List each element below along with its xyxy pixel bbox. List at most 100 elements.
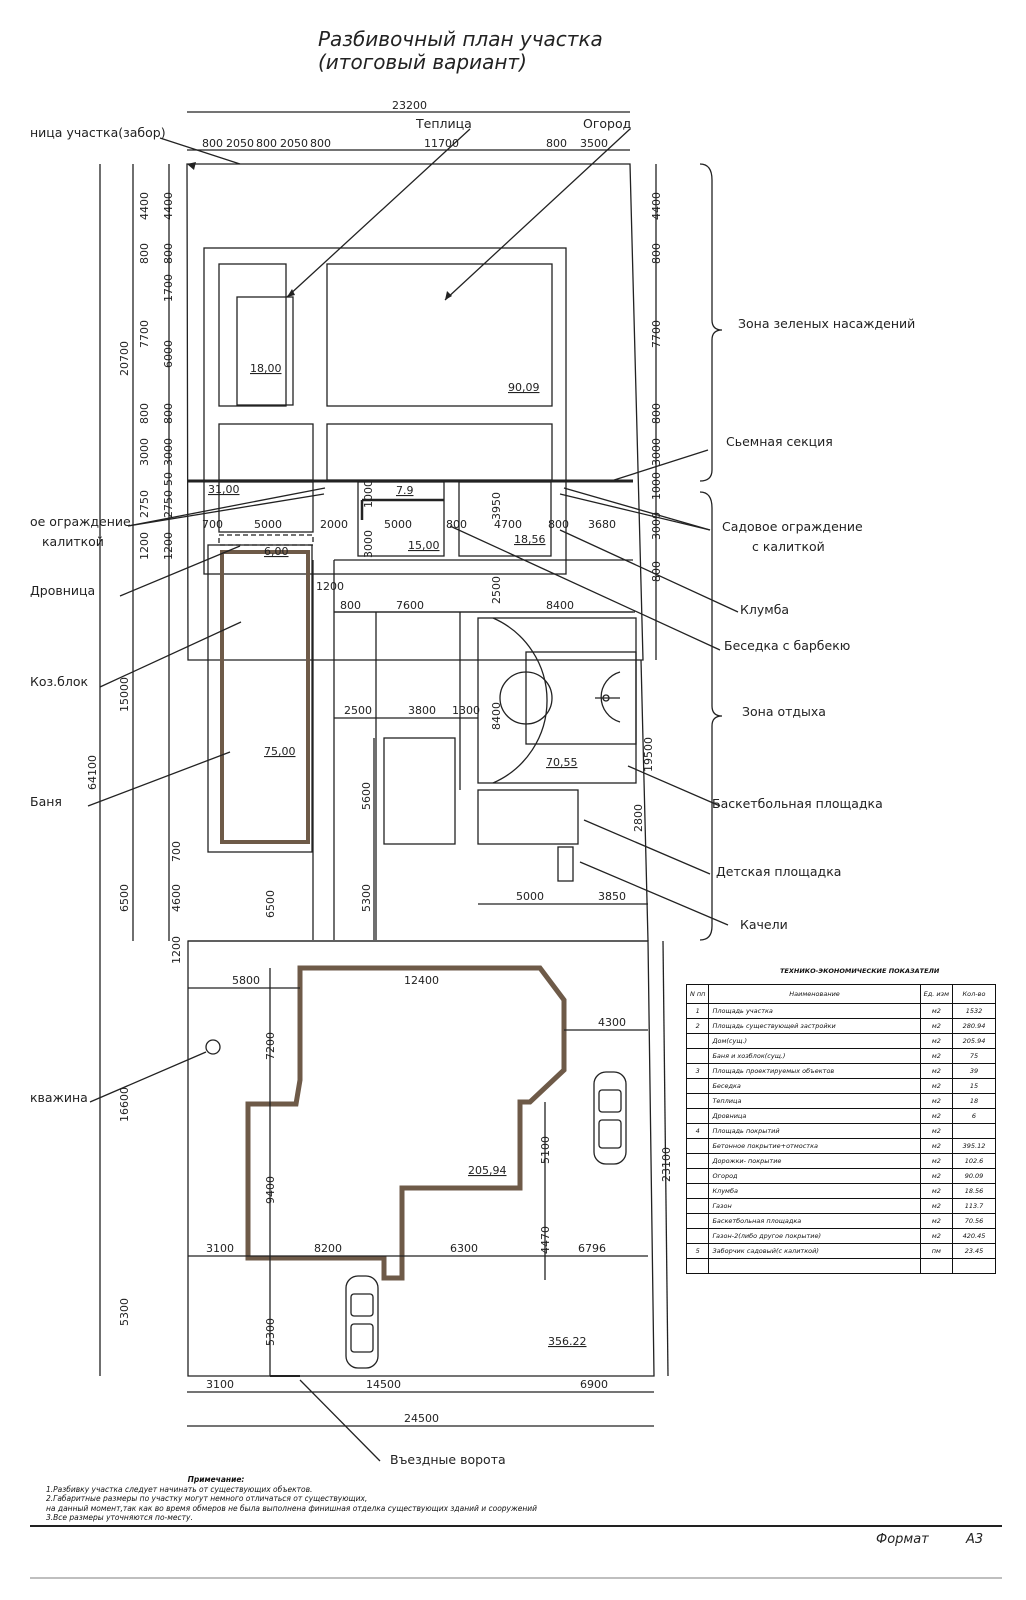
gazebo-left xyxy=(218,481,314,533)
dim-t800d: 800 xyxy=(546,137,567,150)
dim-l15000: 15000 xyxy=(118,677,131,712)
dim-h7200: 7200 xyxy=(264,1032,277,1060)
dim-l16600: 16600 xyxy=(118,1087,131,1122)
dim-l800a: 800 xyxy=(138,243,151,264)
dim-r4400: 4400 xyxy=(650,192,663,220)
dim-m5300: 5300 xyxy=(360,884,373,912)
tep-cell-unit: м2 xyxy=(919,1123,954,1139)
dim-l6000: 6000 xyxy=(162,340,175,368)
tep-cell-num: 4 xyxy=(685,1123,710,1139)
label-woodshed: Дровница xyxy=(30,583,95,598)
bath xyxy=(220,550,310,844)
tep-h-num: N пп xyxy=(685,984,710,1004)
greenhouse xyxy=(236,296,294,406)
dim-r800c: 800 xyxy=(650,561,663,582)
tep-cell-unit: м2 xyxy=(919,1153,954,1169)
dim-b6900: 6900 xyxy=(580,1378,608,1391)
flowerbed xyxy=(458,481,552,557)
area-woodshed: 6,00 xyxy=(264,545,289,558)
area-greenhouse: 18,00 xyxy=(250,362,282,375)
tep-cell-val: 420.45 xyxy=(952,1228,996,1244)
notes: Примечание: 1.Разбивку участка следует н… xyxy=(46,1475,606,1523)
dim-l2750b: 2750 xyxy=(162,490,175,518)
tep-cell-num xyxy=(685,1153,710,1169)
tep-cell-unit: м2 xyxy=(919,1048,954,1064)
dim-m7600: 7600 xyxy=(396,599,424,612)
gazebo xyxy=(357,481,445,557)
car-right xyxy=(593,1071,627,1165)
tep-header: N пп Наименование Ед. изм Кол-во xyxy=(685,984,996,1004)
bath-path xyxy=(207,544,313,853)
tep-cell-unit: м2 xyxy=(919,1198,954,1214)
label-gates: Въездные ворота xyxy=(390,1452,506,1467)
dim-l800c: 800 xyxy=(162,243,175,264)
dim-m2500: 2500 xyxy=(490,576,503,604)
tep-row-empty xyxy=(685,1258,996,1274)
dim-l1700: 1700 xyxy=(162,274,175,302)
tep-cell-val: 90.09 xyxy=(952,1168,996,1184)
dim-m3850: 3850 xyxy=(598,890,626,903)
dim-r19500: 19500 xyxy=(642,737,655,772)
greenhouse-bed xyxy=(218,263,287,407)
woodshed xyxy=(218,534,314,546)
dim-m2500b: 2500 xyxy=(344,704,372,717)
dim-l4400b: 4400 xyxy=(162,192,175,220)
area-15: 15,00 xyxy=(408,539,440,552)
tep-cell-name: Дорожки- покрытие xyxy=(708,1153,921,1169)
label-bath: Баня xyxy=(30,794,62,809)
tep-cell-val: 23.45 xyxy=(952,1243,996,1259)
tep-h-name: Наименование xyxy=(708,984,921,1004)
tep-cell-empty xyxy=(952,1258,996,1274)
dim-m1200: 1200 xyxy=(316,580,344,593)
area-yard: 356.22 xyxy=(548,1335,587,1348)
playground-right xyxy=(477,789,579,845)
label-green-zone: Зона зеленых насаждений xyxy=(738,316,915,331)
dim-h5100: 5100 xyxy=(539,1136,552,1164)
dim-m4700: 4700 xyxy=(494,518,522,531)
dim-l1200c: 1200 xyxy=(162,532,175,560)
tep-cell-name: Площадь проектируемых объектов xyxy=(708,1063,921,1079)
area-court: 70,55 xyxy=(546,756,578,769)
garden-outer-path xyxy=(203,247,567,575)
dim-r800: 800 xyxy=(650,243,663,264)
area-house: 205,94 xyxy=(468,1164,507,1177)
tep-cell-num xyxy=(685,1213,710,1229)
tep-cell-num xyxy=(685,1033,710,1049)
tep-cell-empty xyxy=(685,1258,710,1274)
dim-b14500: 14500 xyxy=(366,1378,401,1391)
tep-cell-name: Огород xyxy=(708,1168,921,1184)
tep-cell-name: Беседка xyxy=(708,1078,921,1094)
label-fence-right-1: Садовое ограждение xyxy=(722,519,863,534)
tep-cell-val: 6 xyxy=(952,1108,996,1124)
dim-r7700: 7700 xyxy=(650,320,663,348)
dim-m3950: 3950 xyxy=(490,492,503,520)
dim-l7700: 7700 xyxy=(138,320,151,348)
tep-cell-val: 205.94 xyxy=(952,1033,996,1049)
tep-cell-num xyxy=(685,1198,710,1214)
tep-cell-name: Клумба xyxy=(708,1183,921,1199)
title-line-2: (итоговый вариант) xyxy=(318,50,527,74)
dim-m3000: 3000 xyxy=(362,530,375,558)
dim-l1200d: 1200 xyxy=(170,936,183,964)
tep-cell-name: Дровница xyxy=(708,1108,921,1124)
dim-l6500: 6500 xyxy=(118,884,131,912)
label-utility-block: Коз.блок xyxy=(30,674,88,689)
dim-h5800: 5800 xyxy=(232,974,260,987)
notes-title: Примечание: xyxy=(187,1475,245,1484)
dim-h6300: 6300 xyxy=(450,1242,478,1255)
tep-cell-val: 395.12 xyxy=(952,1138,996,1154)
dim-l3000b: 3000 xyxy=(162,438,175,466)
dim-m5000c: 5000 xyxy=(516,890,544,903)
site-boundary xyxy=(186,163,644,661)
tep-cell-name: Газон-2(либо другое покрытие) xyxy=(708,1228,921,1244)
area-bath: 75,00 xyxy=(264,745,296,758)
